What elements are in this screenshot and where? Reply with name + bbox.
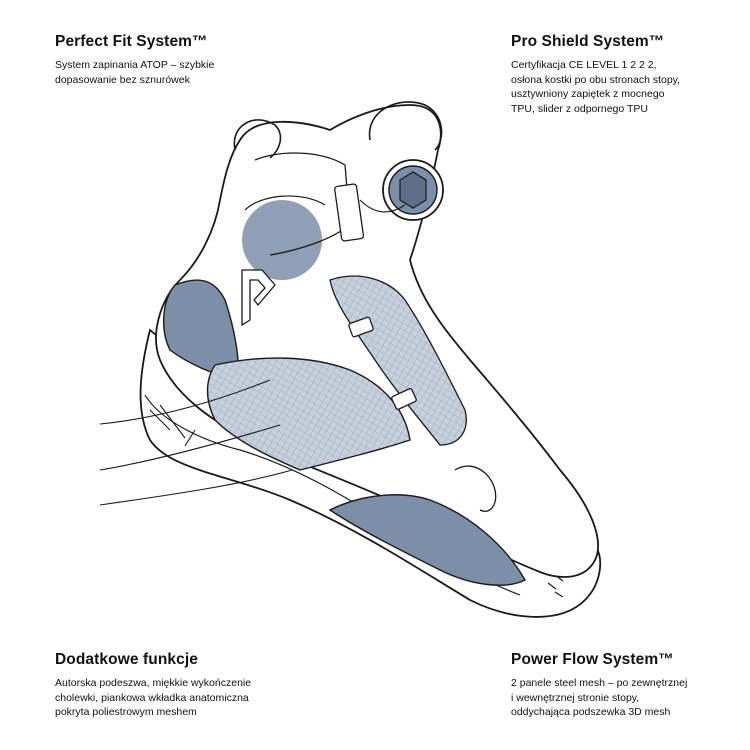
feature-pro-shield: Pro Shield System™ Certyfikacja CE LEVEL… [511,32,736,116]
feature-dodatkowe: Dodatkowe funkcje Autorska podeszwa, mię… [55,650,315,720]
toe-panel [328,494,526,586]
brand-logo-icon [241,269,276,327]
side-mesh-panel [206,357,411,471]
callout-lines [99,199,406,506]
strap-buckles [348,316,497,512]
ankle-shield [242,200,322,280]
tongue-pull [368,101,443,151]
feature-power-flow: Power Flow System™ 2 panele steel mesh –… [511,650,736,720]
feature-title: Dodatkowe funkcje [55,651,198,668]
feature-title: Power Flow System™ [511,651,674,668]
feature-description: 2 panele steel mesh – po zewnętrznej i w… [511,677,688,719]
feature-description: System zapinania ATOP – szybkie dopasowa… [55,59,215,86]
heel-pull-loop [233,119,282,159]
feature-title: Pro Shield System™ [511,33,665,50]
atop-dial-icon [382,159,444,221]
feature-perfect-fit: Perfect Fit System™ System zapinania ATO… [55,32,275,87]
feature-description: Certyfikacja CE LEVEL 1 2 2 2, osłona ko… [511,59,681,115]
feature-title: Perfect Fit System™ [55,33,208,50]
feature-description: Autorska podeszwa, miękkie wykończenie c… [55,677,252,719]
